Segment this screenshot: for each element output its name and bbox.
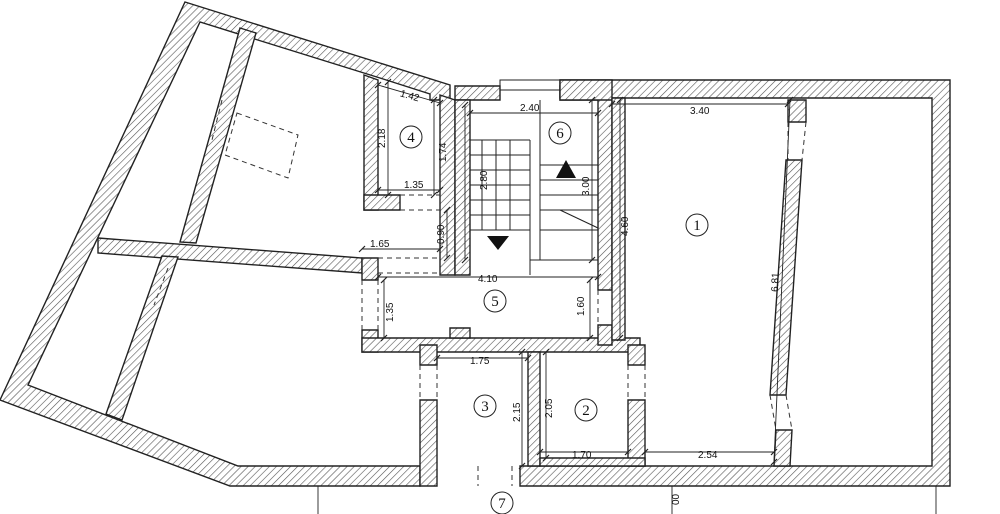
dim-corridor-top: 1.65: [370, 239, 390, 250]
room1-right-wall-upper: [787, 99, 807, 123]
dim-room5-right: 1.60: [576, 296, 587, 316]
dim-room4-bottom: 1.35: [404, 180, 424, 191]
room4-bottom-wall: [363, 194, 401, 211]
left-wing-partition-wall: [97, 237, 363, 274]
skylight-outline: [224, 112, 299, 179]
room1-left-wall: [611, 97, 626, 341]
stair-up-arrow-icon: [556, 160, 576, 178]
room2-right-wall-lower: [627, 399, 646, 467]
left-wing-opening-upper: [211, 99, 223, 141]
room4-left-wall: [363, 74, 379, 211]
room5-right-wall: [597, 324, 613, 346]
stair-down-arrow-icon: [487, 236, 509, 250]
dim-edge-label: 00: [671, 493, 682, 505]
left-wing-inner-wall-upper: [179, 27, 257, 244]
room4-right-wall: [439, 94, 456, 276]
svg-text:4: 4: [407, 130, 415, 146]
dashed-lines: [153, 99, 807, 486]
dim-room2-left: 2.05: [544, 398, 555, 418]
svg-text:3: 3: [481, 399, 489, 415]
room3-room2-partition: [527, 351, 541, 467]
svg-text:5: 5: [491, 294, 499, 310]
dim-stair-height: 2.80: [479, 170, 490, 190]
svg-text:7: 7: [498, 496, 506, 512]
dim-stair-right: 3.00: [581, 176, 592, 196]
left-wing-inner-wall-lower: [105, 255, 179, 421]
room-2-label: 2: [574, 398, 598, 422]
dim-room1-right: 6.81: [770, 272, 782, 292]
dim-room3-right: 2.15: [512, 402, 523, 422]
room1-right-wall-lower: [773, 429, 793, 467]
room-3-label: 3: [473, 394, 497, 418]
right-wing-outer-wall: [519, 79, 951, 487]
dim-stair-top: 2.40: [520, 103, 540, 114]
dim-room5-left: 1.35: [385, 302, 396, 322]
top-connector-wall: [559, 79, 613, 101]
dim-room1-top: 3.40: [690, 106, 710, 117]
dim-room2-bottom: 1.70: [572, 450, 592, 461]
dim-room4-top: 1.42: [399, 88, 421, 104]
room5-bottom-notch: [449, 327, 471, 339]
room5-left-wall-upper: [361, 257, 379, 281]
svg-text:1: 1: [693, 218, 701, 234]
stair-left-wall: [454, 99, 471, 276]
room-6-label: 6: [548, 121, 572, 145]
dim-room4-right: 1.74: [438, 142, 449, 162]
dimension-lines: [317, 78, 937, 514]
dim-room1-bottom: 2.54: [698, 450, 718, 461]
dimension-labels: 1.42 2.18 1.74 1.35 0.90 1.65 2.40 2.80 …: [370, 88, 782, 505]
room-labels: 1 2 3 4 5 6 7: [399, 121, 709, 514]
room-5-label: 5: [483, 289, 507, 313]
room2-right-wall-upper: [627, 344, 646, 366]
dim-room4-left: 2.18: [377, 128, 388, 148]
svg-text:6: 6: [556, 126, 564, 142]
dim-corridor-opening: 0.90: [436, 224, 447, 244]
left-wing-opening-lower: [153, 267, 169, 306]
dim-room1-left: 4.60: [620, 216, 631, 236]
room-7-label: 7: [490, 491, 514, 514]
stair-top-wall: [454, 85, 501, 101]
room-4-label: 4: [399, 125, 423, 149]
dim-room3-top: 1.75: [470, 356, 490, 367]
room3-left-wall-top: [419, 344, 438, 366]
room3-left-wall: [419, 399, 438, 487]
dim-room5-top: 4.10: [478, 274, 498, 285]
svg-text:2: 2: [582, 403, 590, 419]
walls: [0, 1, 951, 487]
room2-bottom-wall: [539, 457, 646, 467]
room-1-label: 1: [685, 213, 709, 237]
stair-right-wall: [597, 85, 613, 291]
